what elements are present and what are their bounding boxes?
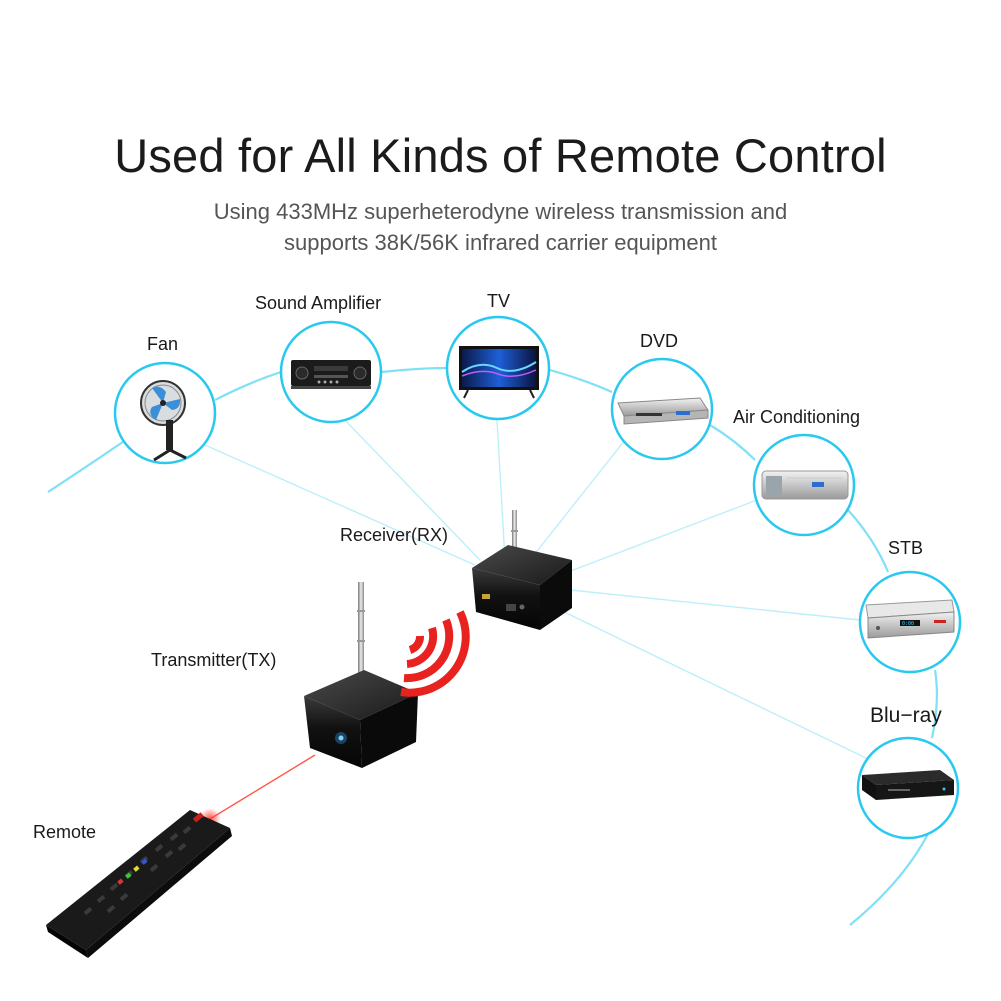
subtitle-line-2: supports 38K/56K infrared carrier equipm… <box>284 230 717 255</box>
air-conditioning-node <box>752 433 856 537</box>
bluray-player-icon <box>862 770 954 800</box>
tv-node <box>445 315 551 421</box>
transmitter-label: Transmitter(TX) <box>151 650 277 670</box>
stb-node: 0:00 <box>858 570 962 674</box>
tv-icon <box>459 346 539 399</box>
receiver-device <box>472 510 572 630</box>
infrared-beam <box>199 754 316 830</box>
remote-control-icon <box>46 810 232 958</box>
sound-amplifier-node <box>279 320 383 424</box>
stb-label: STB <box>888 538 924 558</box>
dvd-label: DVD <box>640 331 679 351</box>
dvd-node <box>610 357 714 461</box>
fan-node <box>113 361 217 465</box>
bluray-label: Blu−ray <box>870 704 942 727</box>
amplifier-icon <box>291 360 371 389</box>
svg-text:0:00: 0:00 <box>902 621 914 627</box>
receiver-label: Receiver(RX) <box>340 525 449 545</box>
page-title: Used for All Kinds of Remote Control <box>114 129 887 182</box>
air-conditioning-label: Air Conditioning <box>733 407 861 427</box>
tv-label: TV <box>487 291 511 311</box>
dvd-icon <box>617 397 709 425</box>
bluray-node <box>856 736 960 840</box>
remote-label: Remote <box>33 822 97 842</box>
wireless-signal-icon <box>400 610 470 697</box>
fan-icon <box>140 380 187 462</box>
set-top-box-icon: 0:00 <box>865 599 955 639</box>
air-conditioner-icon <box>761 470 849 500</box>
signal-lines <box>204 414 871 761</box>
fan-label: Fan <box>147 334 179 354</box>
transmitter-device <box>304 582 418 768</box>
subtitle-line-1: Using 433MHz superheterodyne wireless tr… <box>213 199 788 224</box>
sound-amplifier-label: Sound Amplifier <box>255 293 382 313</box>
